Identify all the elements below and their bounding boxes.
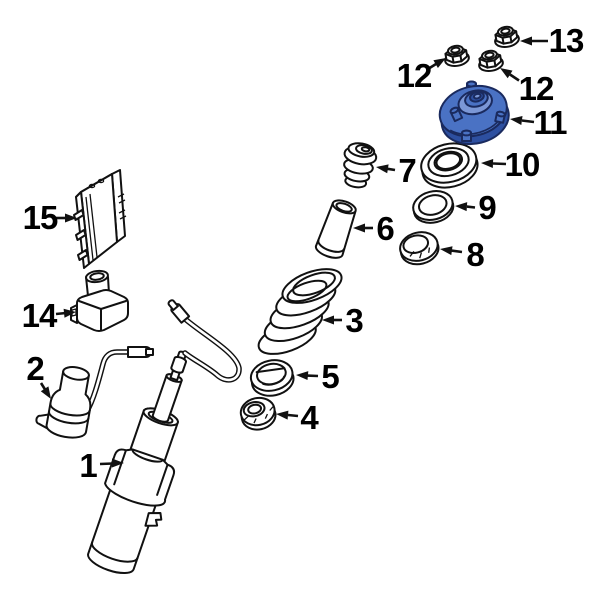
callout-label-11: 11 (533, 104, 568, 141)
part-flange-nut-left (441, 42, 471, 69)
callout-arrow-8 (440, 246, 463, 256)
callout-arrow-12-right (500, 68, 520, 82)
mount-stud-bottom (461, 129, 472, 142)
callout-arrows (39, 36, 548, 468)
part-sensor-module (70, 269, 129, 332)
callout-arrow-11 (510, 116, 535, 125)
part-ring-gasket (412, 190, 455, 224)
callout-arrow-5 (296, 371, 319, 380)
mount-stud-right (494, 110, 506, 124)
callout-arrow-12-left (427, 58, 446, 71)
callout-label-5: 5 (321, 358, 339, 395)
part-strut-mount (438, 80, 510, 146)
callout-label-10: 10 (504, 146, 541, 183)
callout-label-4: 4 (300, 399, 318, 436)
callout-arrow-6 (353, 223, 373, 233)
callout-label-9: 9 (478, 189, 496, 226)
callout-arrow-7 (376, 164, 396, 174)
callout-arrow-15 (56, 213, 77, 223)
part-spring-insulator (239, 396, 277, 431)
callout-label-15: 15 (22, 199, 59, 236)
harness-connector (127, 346, 154, 358)
callout-label-8: 8 (466, 236, 484, 273)
callout-label-7: 7 (398, 152, 416, 189)
callout-arrow-9 (455, 202, 476, 212)
part-flange-nut-right (475, 47, 505, 74)
part-dust-boot (314, 199, 357, 259)
mount-stud-left (449, 106, 464, 123)
callout-arrow-2 (39, 382, 51, 399)
callout-label-12-right: 12 (518, 70, 555, 107)
part-control-module (73, 169, 127, 269)
callout-label-12-left: 12 (396, 57, 433, 94)
callout-arrow-13 (520, 36, 548, 46)
callout-arrow-14 (55, 308, 76, 318)
callout-label-13: 13 (548, 22, 585, 59)
callout-label-3: 3 (345, 302, 363, 339)
part-sensor-with-harness (35, 346, 154, 439)
callout-arrow-3 (322, 315, 342, 325)
callout-arrow-10 (481, 159, 507, 168)
callout-arrow-4 (276, 410, 299, 420)
part-coil-spring (257, 268, 343, 355)
part-upper-spring-seat (249, 359, 295, 397)
callout-label-2: 2 (26, 350, 44, 387)
strut-cable-connector (167, 299, 191, 324)
callout-arrow-1 (99, 458, 124, 468)
part-flange-nut-top (491, 23, 521, 50)
callout-label-1: 1 (79, 447, 97, 484)
part-strut-assembly (87, 299, 242, 575)
part-seal-ring (399, 231, 440, 266)
part-bump-stop (343, 142, 378, 189)
part-mount-bearing (420, 142, 479, 189)
callout-label-14: 14 (21, 297, 58, 334)
callout-label-6: 6 (376, 210, 394, 247)
